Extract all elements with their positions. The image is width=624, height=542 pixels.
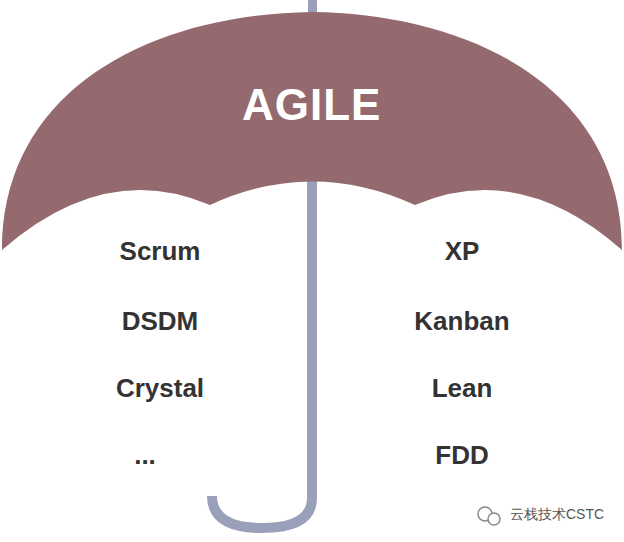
method-name: Scrum [120, 236, 201, 267]
umbrella-handle [212, 170, 312, 528]
method-name: XP [445, 236, 480, 267]
canopy-title: AGILE [242, 80, 381, 130]
method-name: FDD [435, 440, 488, 471]
umbrella-canopy: AGILE [0, 0, 624, 262]
method-name: DSDM [122, 306, 199, 337]
watermark: 云栈技术CSTC [510, 506, 604, 524]
umbrella-tip [308, 0, 317, 14]
ellipsis-text: ... [134, 440, 156, 471]
method-name: Crystal [116, 373, 204, 404]
method-name: Kanban [414, 306, 509, 337]
method-name: Lean [432, 373, 493, 404]
canopy-shape [0, 0, 624, 262]
watermark-icon [478, 507, 500, 525]
canopy-fill [2, 12, 622, 250]
